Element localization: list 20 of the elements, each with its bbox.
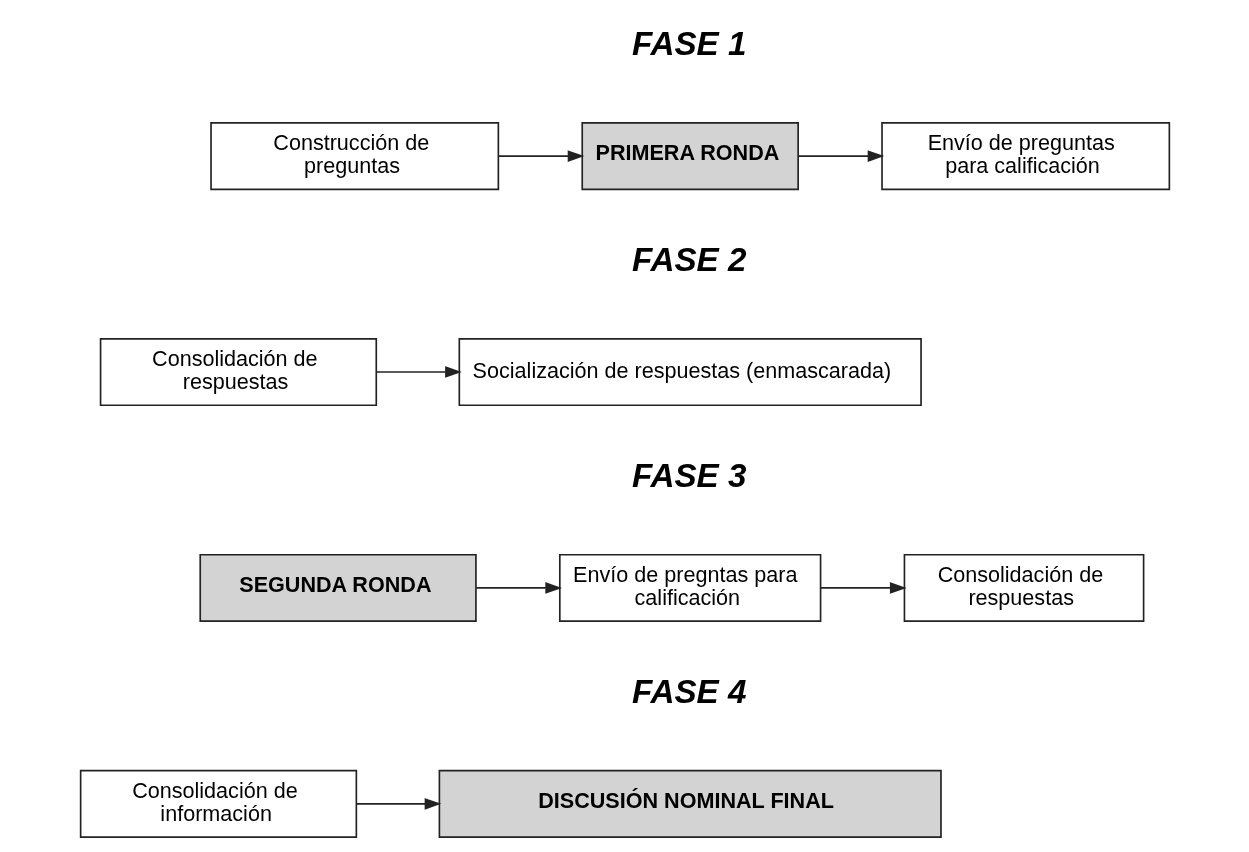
arrow [796, 150, 884, 162]
arrow [375, 366, 462, 378]
node-box: Consolidación de respuestas [903, 553, 1144, 622]
node-box: PRIMERA RONDA [580, 122, 799, 191]
node-box: SEGUNDA RONDA [198, 553, 477, 622]
node-box: Construcción de preguntas [209, 122, 499, 191]
label: FASE 1 [631, 24, 746, 62]
label: FASE 3 [631, 456, 746, 494]
arrow [819, 582, 907, 594]
arrow [355, 798, 441, 810]
node-box: Envío de pregntas para calificación [558, 553, 821, 622]
label: FASE 2 [631, 240, 746, 278]
arrow [475, 582, 562, 594]
node-box: Socialización de respuestas (enmascarada) [458, 337, 922, 407]
node-box: Envío de preguntas para calificación [880, 122, 1170, 191]
node-box: Consolidación de respuestas [99, 337, 377, 407]
node-box: DISCUSIÓN NOMINAL FINAL [438, 769, 942, 838]
arrow [497, 150, 584, 162]
label: FASE 4 [631, 672, 746, 710]
node-box: Consolidación de información [79, 769, 357, 838]
